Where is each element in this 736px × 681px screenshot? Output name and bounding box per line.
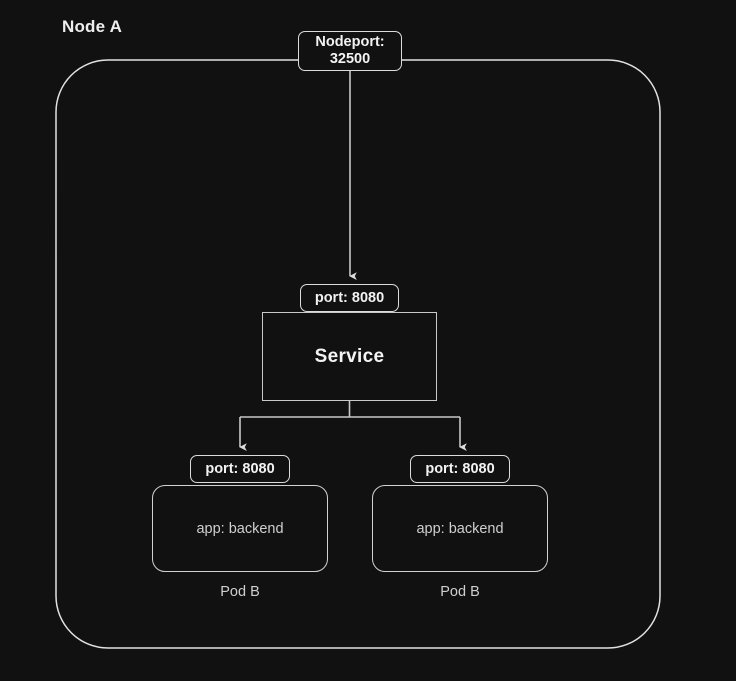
pod-left-caption: Pod B: [220, 584, 260, 600]
nodeport-label: Nodeport:: [315, 34, 385, 50]
pod-left-port-badge[interactable]: port: 8080: [190, 455, 290, 483]
pod-right-port-badge[interactable]: port: 8080: [410, 455, 510, 483]
node-a-label: Node A: [62, 17, 123, 36]
nodeport-box[interactable]: Nodeport: 32500: [298, 31, 402, 71]
service-box[interactable]: Service: [262, 312, 437, 401]
pod-left-selector: app: backend: [196, 520, 284, 537]
pod-right-selector: app: backend: [416, 520, 504, 537]
pod-right-box[interactable]: app: backend: [372, 485, 548, 572]
service-port-badge[interactable]: port: 8080: [300, 284, 399, 312]
pod-right-caption: Pod B: [440, 584, 480, 600]
nodeport-value: 32500: [329, 51, 371, 67]
service-label: Service: [314, 345, 385, 367]
pod-left-box[interactable]: app: backend: [152, 485, 328, 572]
